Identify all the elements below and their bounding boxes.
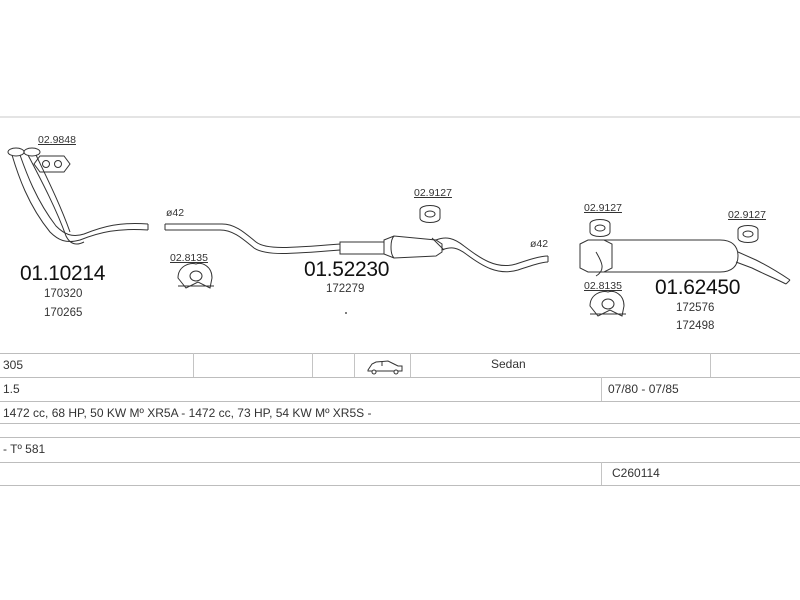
part-label-hanger-rear: 02.9127 [584, 202, 622, 214]
part-ref-front-pipe-1: 170320 [44, 288, 83, 300]
rubber-ring-left-drawing [177, 263, 214, 289]
hanger-middle-drawing [419, 205, 441, 223]
rear-silencer-drawing [579, 239, 791, 285]
middle-pipe-drawing [164, 223, 549, 273]
part-label-hanger-tail: 02.9127 [728, 209, 766, 221]
part-number-front-pipe: 01.10214 [20, 262, 106, 285]
part-label-hanger-middle: 02.9127 [414, 187, 452, 199]
part-ref-rear-silencer-1: 172576 [676, 302, 715, 314]
vehicle-body: Sedan [491, 357, 526, 371]
vehicle-engine: 1.5 [3, 382, 20, 396]
vehicle-engines: 1472 cc, 68 HP, 50 KW Mº XR5A - 1472 cc,… [3, 406, 372, 420]
vehicle-model: 305 [3, 358, 24, 372]
part-label-ring-rear: 02.8135 [584, 280, 622, 292]
pipe-diameter-left: ø42 [166, 207, 185, 219]
part-number-rear-silencer: 01.62450 [655, 276, 741, 299]
part-ref-rear-silencer-2: 172498 [676, 320, 715, 332]
rubber-ring-rear-drawing [589, 291, 626, 317]
vehicle-years: 07/80 - 07/85 [608, 382, 679, 396]
part-ref-middle-silencer: 172279 [326, 283, 365, 295]
part-ref-front-pipe-2: 170265 [44, 307, 83, 319]
pipe-diameter-right: ø42 [530, 238, 549, 250]
vehicle-code: C260114 [612, 466, 660, 480]
part-number-middle-silencer: 01.52230 [304, 258, 390, 281]
car-sedan-icon [367, 360, 403, 375]
hanger-tail-drawing [737, 225, 759, 243]
vehicle-type: - Tº 581 [3, 442, 46, 456]
front-pipe-drawing [7, 147, 149, 245]
hanger-rear-drawing [589, 219, 611, 237]
part-label-gasket-front: 02.9848 [38, 134, 76, 146]
part-label-ring-left: 02.8135 [170, 252, 208, 264]
gasket-drawing [33, 155, 71, 173]
